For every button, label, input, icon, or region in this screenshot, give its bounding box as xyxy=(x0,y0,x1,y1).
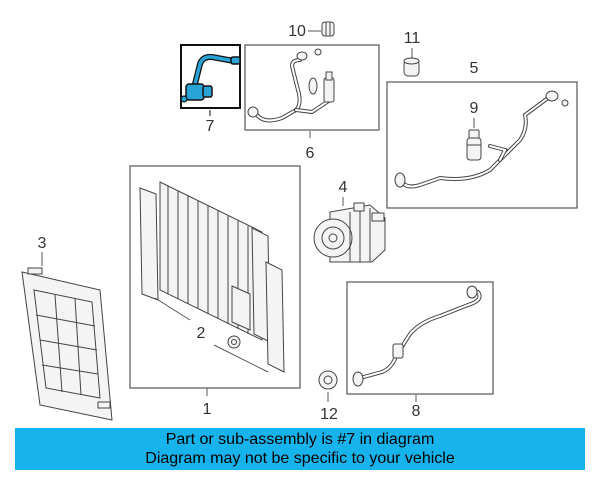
callout-9: 9 xyxy=(470,100,479,117)
part-7-group[interactable]: 7 xyxy=(180,44,241,135)
part-1-condenser xyxy=(139,181,285,373)
part-9-group[interactable]: 9 xyxy=(466,100,482,161)
part-8-group[interactable]: 8 xyxy=(346,281,494,420)
part-8-box xyxy=(346,281,494,395)
part-10-cap xyxy=(321,21,335,37)
banner-line-2: Diagram may not be specific to your vehi… xyxy=(145,450,455,467)
banner-line-1: Part or sub-assembly is #7 in diagram xyxy=(165,431,435,448)
part-12-cap xyxy=(318,370,338,390)
callout-2: 2 xyxy=(197,325,206,342)
callout-1: 1 xyxy=(203,401,212,418)
callout-6: 6 xyxy=(306,145,315,162)
part-7-hose xyxy=(180,53,241,103)
part-7-box xyxy=(180,44,241,109)
part-5-line xyxy=(394,90,569,189)
part-10-group[interactable]: 10 xyxy=(288,21,335,40)
part-6-box xyxy=(244,44,380,131)
callout-5: 5 xyxy=(470,60,479,77)
part-8-hose xyxy=(352,285,482,387)
part-5-group[interactable]: 5 9 xyxy=(386,60,578,209)
part-12-group[interactable]: 12 xyxy=(318,370,338,423)
part-1-group[interactable]: 2 1 xyxy=(129,165,301,418)
callout-12: 12 xyxy=(320,406,338,423)
callout-3: 3 xyxy=(38,235,47,252)
part-4-compressor xyxy=(313,202,386,263)
callout-10: 10 xyxy=(288,23,306,40)
callout-4: 4 xyxy=(339,179,348,196)
part-6-line xyxy=(247,48,335,123)
part-11-group[interactable]: 11 xyxy=(403,30,421,77)
part-9-switch xyxy=(466,129,482,161)
callout-11: 11 xyxy=(404,30,421,47)
part-6-group[interactable]: 6 xyxy=(244,44,380,162)
callout-7: 7 xyxy=(206,118,215,135)
part-5-box xyxy=(386,81,578,209)
callout-8: 8 xyxy=(412,403,421,420)
info-banner: Part or sub-assembly is #7 in diagram Di… xyxy=(15,428,585,470)
part-1-box xyxy=(129,165,301,389)
part-3-group[interactable]: 3 xyxy=(21,235,113,421)
part-4-group[interactable]: 4 xyxy=(313,179,386,263)
part-2-grommet xyxy=(227,335,241,349)
part-3-frame xyxy=(21,267,113,421)
